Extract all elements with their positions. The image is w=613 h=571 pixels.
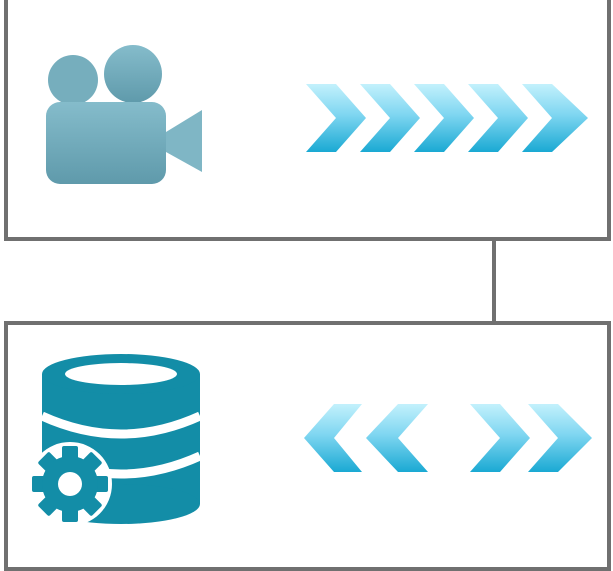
- chevron-right-icon: [468, 84, 528, 152]
- chevron-right-icon: [360, 84, 420, 152]
- chevron-right-icon: [470, 404, 530, 472]
- arrows-outgoing-right: [306, 84, 588, 152]
- chevron-left-icon: [304, 404, 362, 472]
- video-camera-icon: [46, 45, 202, 184]
- arrows-outgoing-right-lower: [470, 404, 592, 472]
- connector-line-between-panels: [492, 239, 496, 323]
- arrows-incoming-left: [304, 404, 428, 472]
- chevron-right-icon: [306, 84, 366, 152]
- gear-icon: [28, 442, 112, 526]
- chevron-left-icon: [366, 404, 428, 472]
- database-gear-icon: [28, 354, 202, 526]
- chevron-right-icon: [414, 84, 474, 152]
- chevron-right-icon: [522, 84, 588, 152]
- chevron-right-icon: [528, 404, 592, 472]
